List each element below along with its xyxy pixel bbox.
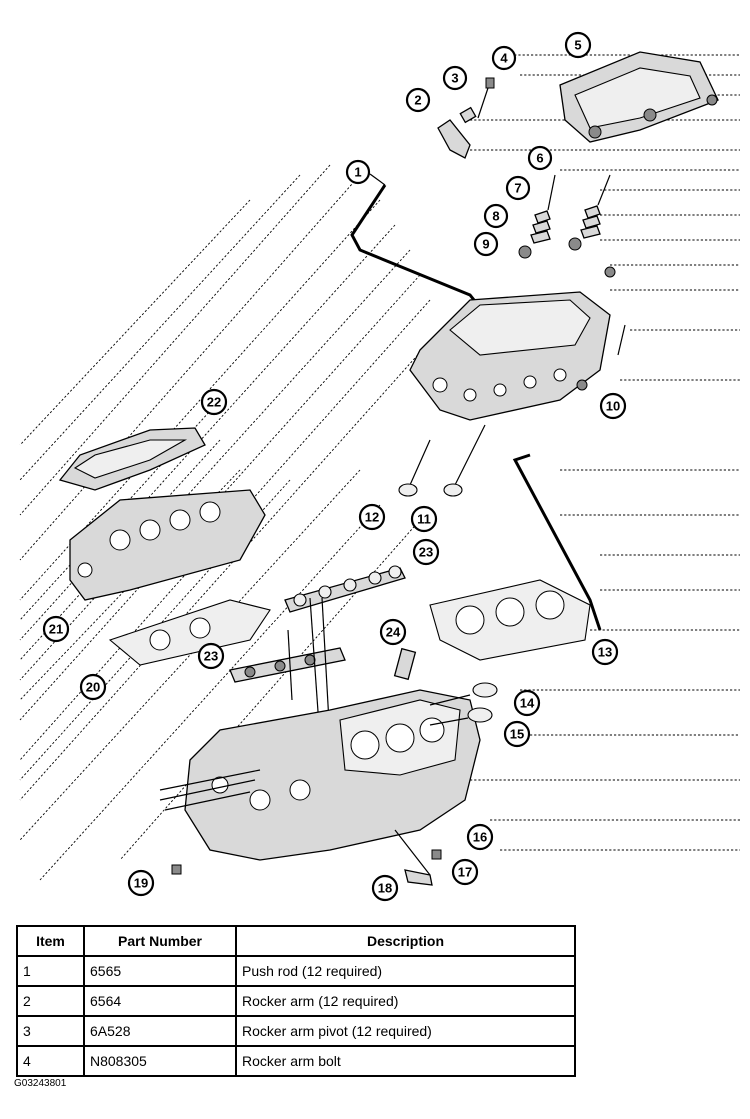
cell-item: 2 — [16, 985, 85, 1017]
svg-text:13: 13 — [598, 645, 612, 660]
header-description: Description — [235, 925, 576, 957]
cell-part-number: N808305 — [83, 1045, 237, 1077]
cell-item: 3 — [16, 1015, 85, 1047]
tube-seals — [398, 424, 486, 497]
svg-text:14: 14 — [520, 696, 535, 711]
svg-text:11: 11 — [417, 512, 431, 527]
cylinder-head — [409, 291, 626, 421]
callout-20: 20 — [79, 673, 107, 701]
cell-description: Rocker arm (12 required) — [235, 985, 576, 1017]
valve-cover-left — [58, 427, 206, 491]
table-row: 3 6A528 Rocker arm pivot (12 required) — [16, 1015, 576, 1047]
svg-text:22: 22 — [207, 395, 221, 410]
svg-text:3: 3 — [451, 71, 458, 86]
callout-10: 10 — [599, 392, 627, 420]
callout-14: 14 — [513, 689, 541, 717]
svg-text:10: 10 — [606, 399, 620, 414]
valve-cover — [559, 51, 719, 143]
camshafts — [229, 565, 406, 741]
svg-text:18: 18 — [378, 881, 392, 896]
valve-springs — [518, 174, 616, 278]
callout-4: 4 — [491, 45, 517, 71]
callout-7: 7 — [505, 175, 531, 201]
callout-23a: 23 — [412, 538, 440, 566]
svg-text:8: 8 — [492, 209, 499, 224]
callout-18: 18 — [371, 874, 399, 902]
rocker-assembly — [437, 77, 495, 159]
table-row: 4 N808305 Rocker arm bolt — [16, 1045, 576, 1077]
cell-part-number: 6A528 — [83, 1015, 237, 1047]
header-item: Item — [16, 925, 85, 957]
lower-fittings — [171, 829, 442, 886]
svg-text:24: 24 — [386, 625, 401, 640]
svg-text:16: 16 — [473, 830, 487, 845]
callout-12: 12 — [358, 503, 386, 531]
push-rod — [350, 184, 492, 321]
cell-part-number: 6565 — [83, 955, 237, 987]
cell-item: 1 — [16, 955, 85, 987]
svg-text:23: 23 — [204, 649, 218, 664]
svg-text:17: 17 — [458, 865, 472, 880]
table-row: 1 6565 Push rod (12 required) — [16, 955, 576, 987]
callout-22: 22 — [200, 388, 228, 416]
svg-text:19: 19 — [134, 876, 148, 891]
callout-labels: 1 2 3 4 5 6 7 8 9 10 11 12 13 14 15 16 1… — [42, 31, 627, 902]
svg-text:7: 7 — [514, 181, 521, 196]
parts-table: Item Part Number Description 1 6565 Push… — [16, 925, 576, 1077]
callout-24: 24 — [379, 618, 407, 646]
svg-text:20: 20 — [86, 680, 100, 695]
callout-11: 11 — [410, 505, 438, 533]
callout-15: 15 — [503, 720, 531, 748]
cell-item: 4 — [16, 1045, 85, 1077]
head-gasket-left — [108, 599, 271, 666]
cylinder-head-left — [69, 489, 266, 601]
svg-text:12: 12 — [365, 510, 379, 525]
callout-23b: 23 — [197, 642, 225, 670]
callout-8: 8 — [483, 203, 509, 229]
svg-text:15: 15 — [510, 727, 524, 742]
svg-text:9: 9 — [482, 237, 489, 252]
sensor — [393, 647, 417, 681]
table-row: 2 6564 Rocker arm (12 required) — [16, 985, 576, 1017]
head-bolt-line — [512, 453, 602, 631]
svg-text:1: 1 — [354, 165, 361, 180]
svg-text:23: 23 — [419, 545, 433, 560]
callout-9: 9 — [473, 231, 499, 257]
cell-description: Rocker arm bolt — [235, 1045, 576, 1077]
callout-3: 3 — [442, 65, 468, 91]
engine-block — [159, 689, 481, 861]
callout-2: 2 — [405, 87, 431, 113]
svg-text:5: 5 — [574, 38, 581, 53]
svg-text:2: 2 — [414, 93, 421, 108]
callout-1: 1 — [345, 159, 386, 186]
svg-text:6: 6 — [536, 151, 543, 166]
figure-code: G03243801 — [14, 1078, 67, 1089]
callout-19: 19 — [127, 869, 155, 897]
callout-21: 21 — [42, 615, 70, 643]
cell-description: Rocker arm pivot (12 required) — [235, 1015, 576, 1047]
head-gasket — [429, 579, 591, 661]
callout-6: 6 — [527, 145, 553, 171]
block-plugs — [429, 682, 498, 726]
callout-5: 5 — [564, 31, 592, 59]
exploded-engine-diagram: 1 2 3 4 5 6 7 8 9 10 11 12 13 14 15 16 1… — [19, 31, 740, 902]
svg-text:4: 4 — [500, 51, 508, 66]
header-part-number: Part Number — [83, 925, 237, 957]
callout-13: 13 — [591, 638, 619, 666]
cell-part-number: 6564 — [83, 985, 237, 1017]
table-header-row: Item Part Number Description — [16, 925, 576, 957]
callout-17: 17 — [451, 858, 479, 886]
svg-text:21: 21 — [49, 622, 63, 637]
cell-description: Push rod (12 required) — [235, 955, 576, 987]
callout-16: 16 — [466, 823, 494, 851]
